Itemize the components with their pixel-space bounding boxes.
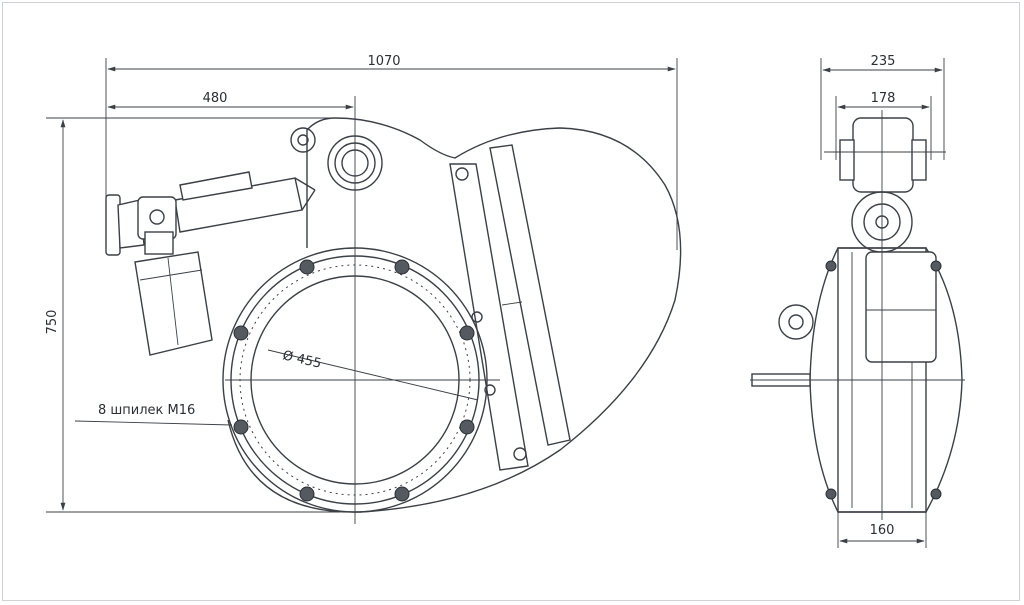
- stud: [233, 325, 249, 341]
- dim-side-inner-width: 178: [871, 91, 896, 106]
- dim-side-width: 235: [871, 54, 896, 69]
- stud: [394, 486, 410, 502]
- dim-side-base-width: 160: [870, 523, 895, 538]
- housing-outline: [227, 117, 682, 513]
- stud: [459, 419, 475, 435]
- stud: [299, 486, 315, 502]
- stud: [233, 419, 249, 435]
- stud: [394, 259, 410, 275]
- dim-height: 750: [45, 310, 60, 335]
- handwheel: [105, 194, 121, 256]
- dim-overall-width: 1070: [367, 54, 400, 69]
- side-actuator: [865, 251, 937, 363]
- studs-note: 8 шпилек М16: [98, 403, 195, 418]
- side-view: 235 178 160: [750, 54, 965, 548]
- diameter-label: Ø 455: [281, 348, 323, 371]
- stud: [459, 325, 475, 341]
- dim-axis-offset: 480: [203, 91, 228, 106]
- gate-plate: [449, 163, 529, 471]
- front-view: Ø 455 8 шпилек М16: [45, 54, 682, 524]
- stud: [299, 259, 315, 275]
